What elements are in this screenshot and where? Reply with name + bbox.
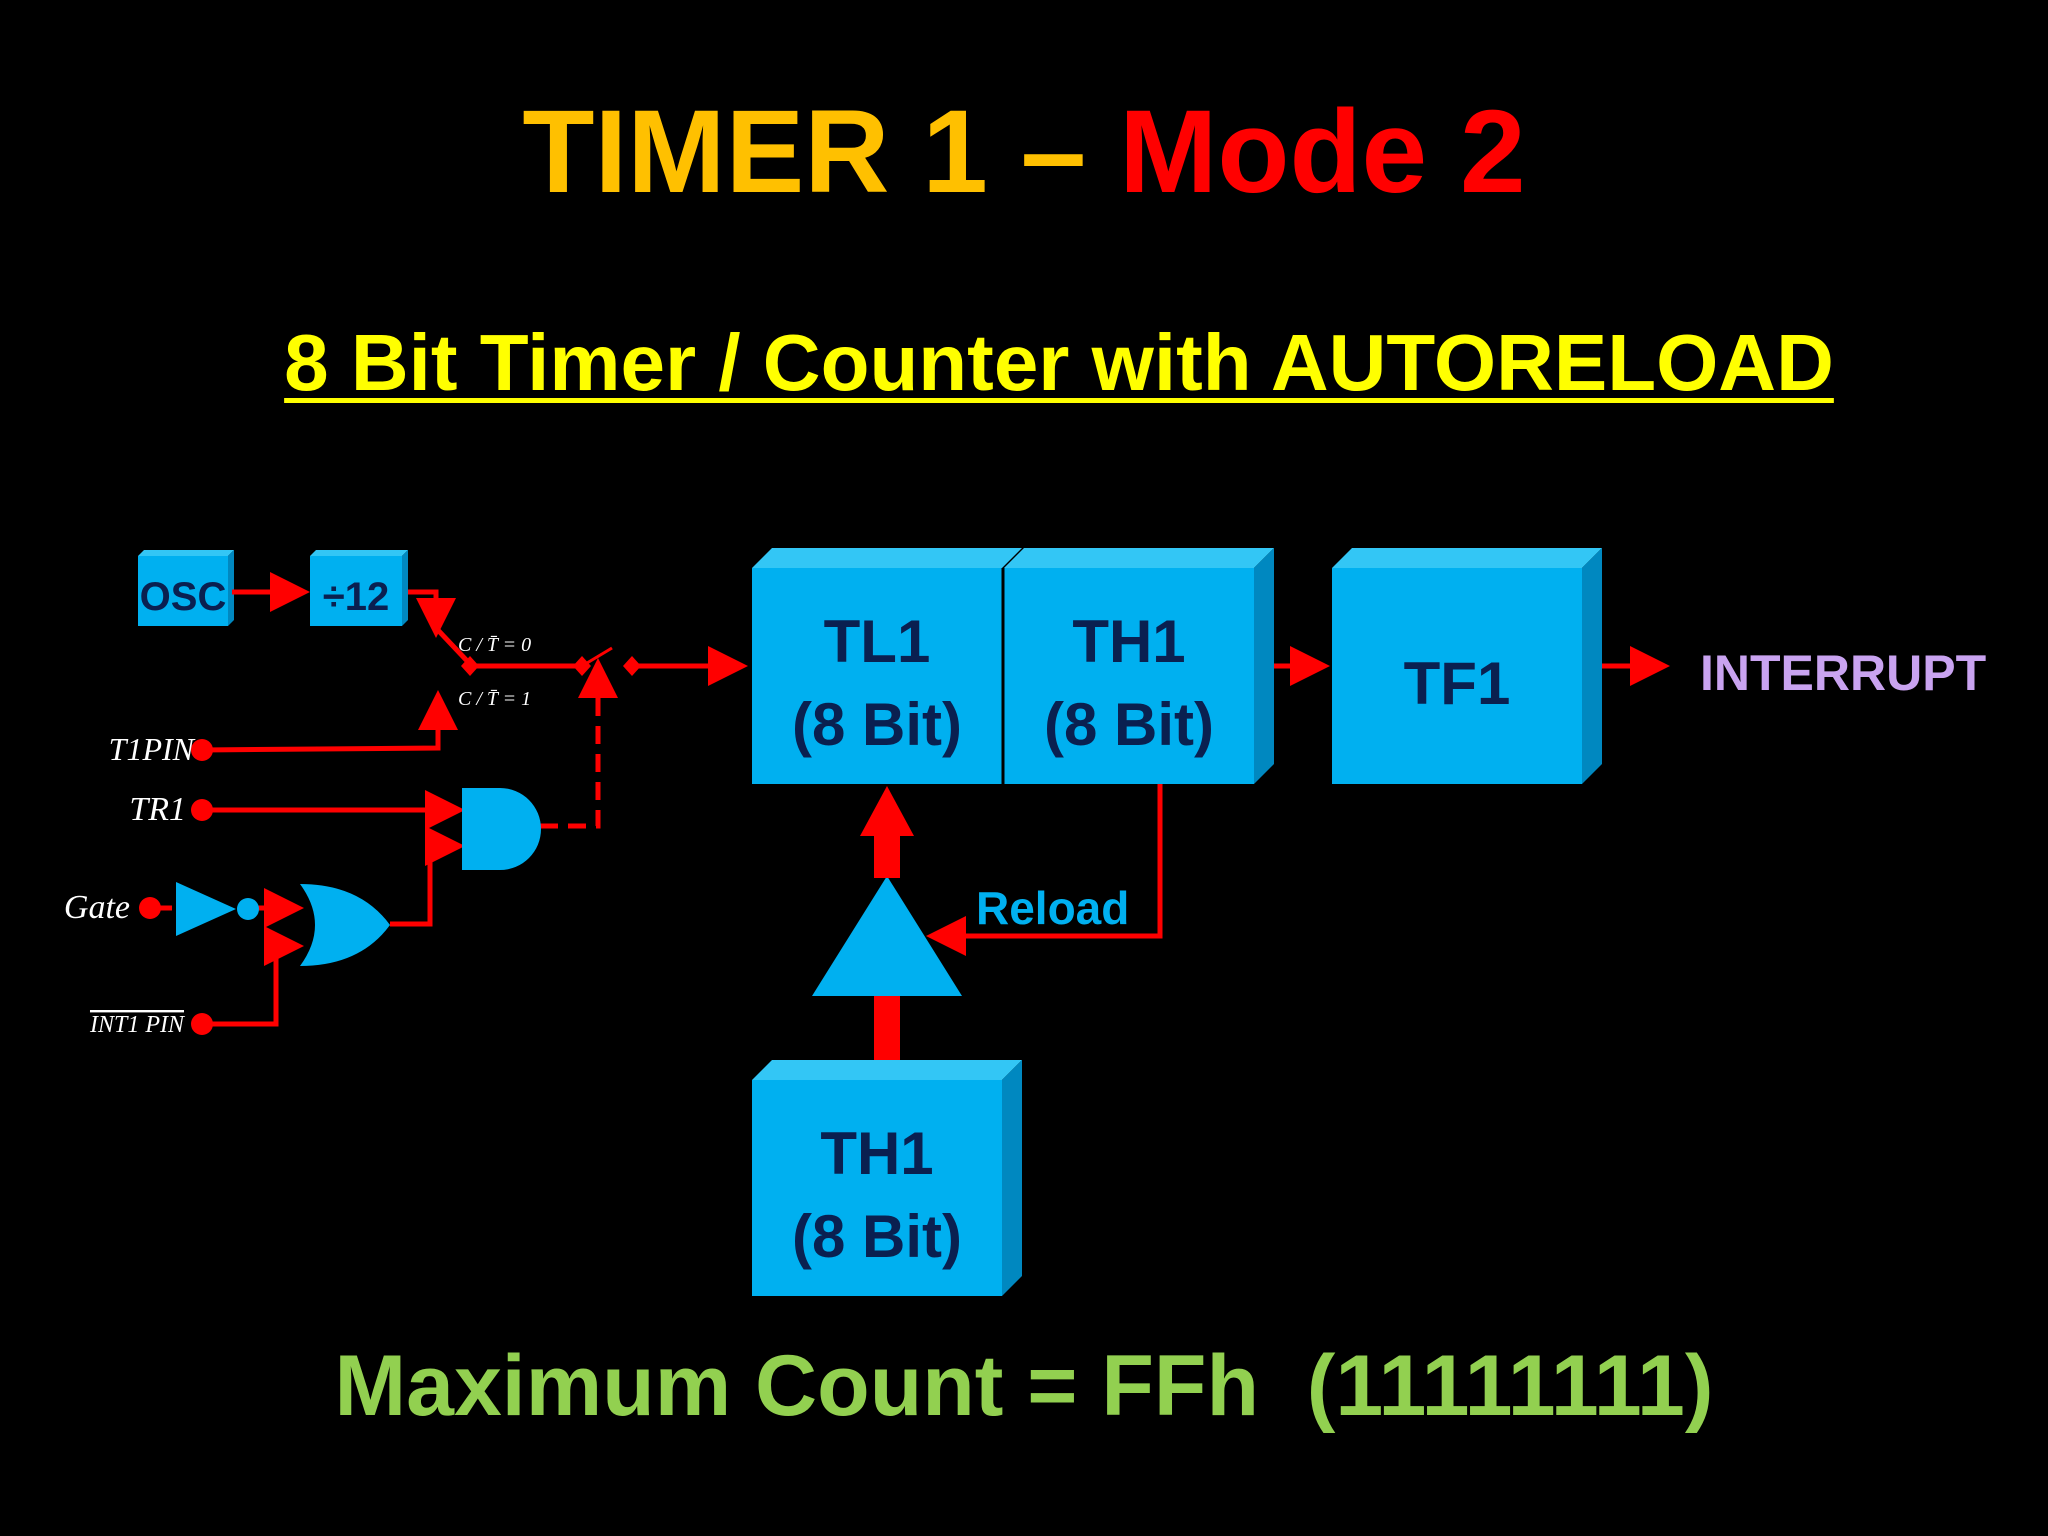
tl1-bits: (8 Bit) [792, 691, 962, 758]
tf1-block: TF1 [1332, 548, 1602, 784]
th1-reload-bits: (8 Bit) [792, 1203, 962, 1270]
not-gate [176, 882, 259, 936]
max-count-footer: Maximum Count = FFh (11111111) [334, 1338, 1714, 1434]
th1-name: TH1 [1072, 608, 1185, 675]
osc-label: OSC [140, 575, 227, 619]
divide-label: ÷12 [323, 575, 389, 619]
tr1-label: TR1 [129, 791, 186, 828]
divide-by-12-block: ÷12 [310, 550, 408, 626]
input-terminals [139, 739, 213, 1035]
or-gate [300, 884, 390, 966]
interrupt-label: INTERRUPT [1700, 645, 1986, 701]
page-title: TIMER 1 – Mode 2 [0, 92, 2048, 212]
and-gate [462, 788, 541, 870]
title-part-mode: Mode 2 [1119, 86, 1526, 218]
int1pin-label: INT1 PIN [89, 1012, 186, 1038]
reload-path [812, 786, 962, 1074]
tf1-label: TF1 [1404, 650, 1511, 717]
tl1-block: TL1 (8 Bit) [752, 548, 1022, 784]
subtitle: 8 Bit Timer / Counter with AUTORELOAD [284, 318, 1834, 407]
gate-label: Gate [64, 889, 130, 926]
th1-bits: (8 Bit) [1044, 691, 1214, 758]
th1-block: TH1 (8 Bit) [1004, 548, 1274, 784]
th1-reload-block: TH1 (8 Bit) [752, 1060, 1022, 1296]
switch-ct1-label: C / T̄ = 1 [458, 688, 531, 710]
switch-contacts [461, 656, 641, 676]
reload-label: Reload [976, 882, 1129, 934]
wires [145, 572, 1670, 1027]
th1-reload-name: TH1 [820, 1120, 933, 1187]
switch-ct0-label: C / T̄ = 0 [458, 634, 531, 656]
osc-block: OSC [138, 550, 234, 626]
title-part-timer: TIMER 1 – [522, 86, 1120, 218]
t1pin-label: T1PIN [109, 731, 196, 767]
reload-buffer [812, 876, 962, 996]
tl1-name: TL1 [824, 608, 931, 675]
